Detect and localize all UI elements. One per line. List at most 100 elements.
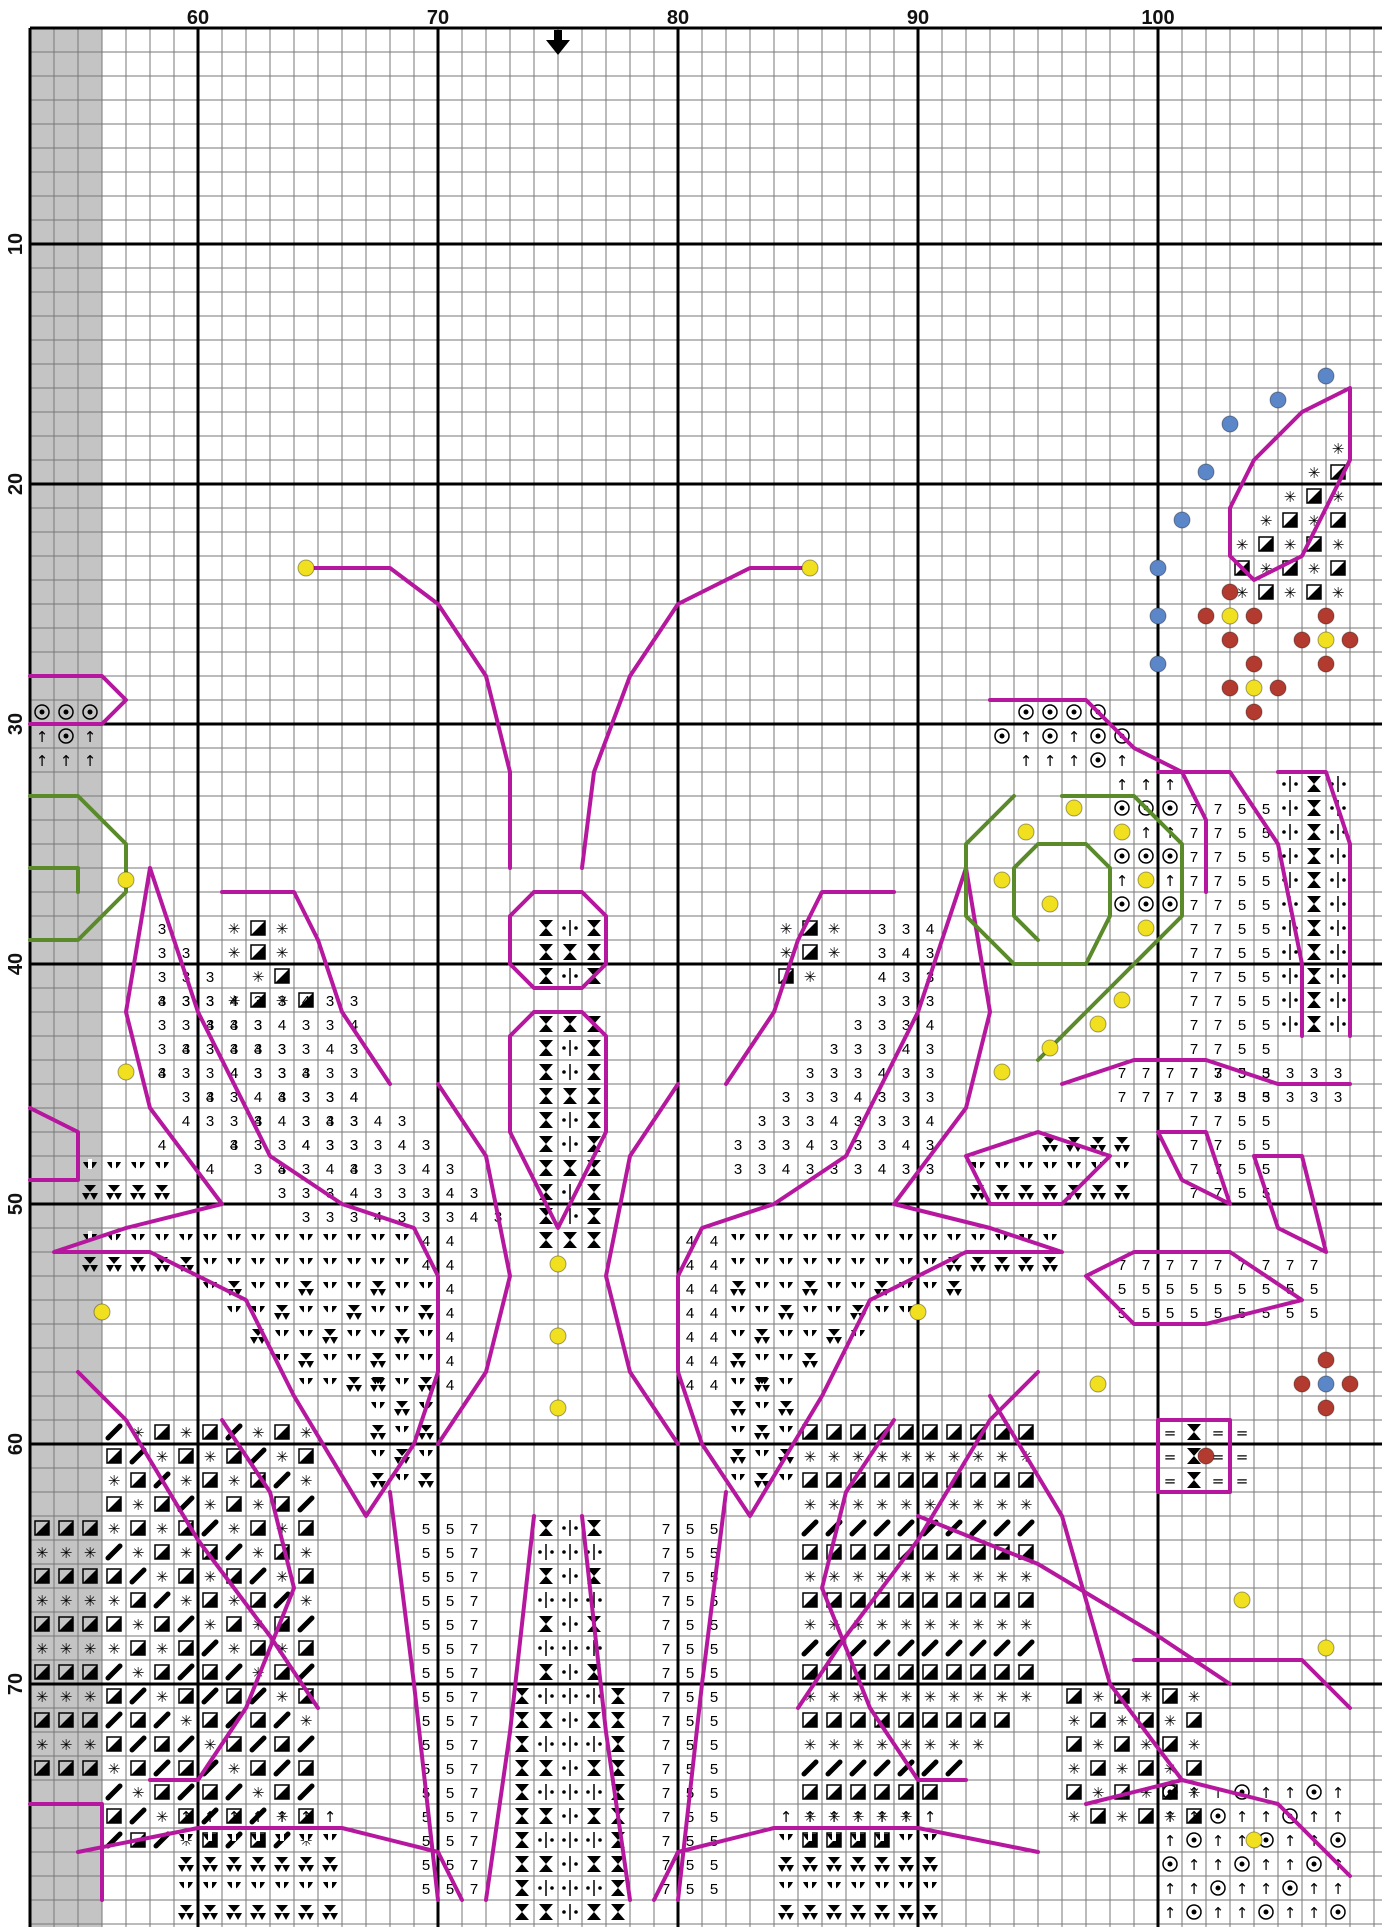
stitch-symbol: ✳ — [1116, 1760, 1129, 1778]
stitch-symbol: 3 — [830, 1041, 838, 1058]
stitch-symbol: 3 — [830, 1065, 838, 1082]
stitch-symbol: 4 — [446, 1233, 454, 1250]
stitch-symbol — [1115, 1737, 1129, 1751]
stitch-symbol: ✳ — [132, 1664, 145, 1682]
stitch-symbol — [515, 1736, 529, 1752]
stitch-symbol: 3 — [1214, 1065, 1222, 1082]
stitch-symbol: 4 — [278, 1017, 286, 1034]
stitch-symbol — [947, 1425, 961, 1439]
stitch-symbol — [250, 1857, 266, 1872]
stitch-symbol: 5 — [1238, 1113, 1246, 1130]
stitch-symbol: ✳ — [1188, 1736, 1201, 1754]
stitch-symbol — [155, 1425, 169, 1439]
stitch-symbol — [574, 1742, 578, 1746]
stitch-symbol — [1307, 585, 1321, 599]
column-number-80: 80 — [667, 7, 689, 29]
stitch-symbol: 5 — [686, 1881, 694, 1898]
french-knot — [994, 872, 1010, 888]
stitch-symbol — [1259, 585, 1273, 599]
stitch-symbol: 5 — [686, 1857, 694, 1874]
stitch-symbol — [900, 1522, 912, 1534]
stitch-symbol — [802, 1857, 818, 1872]
stitch-symbol — [304, 1255, 308, 1265]
stitch-symbol — [1114, 1185, 1130, 1200]
stitch-symbol — [778, 1857, 794, 1872]
stitch-symbol — [178, 1905, 194, 1920]
stitch-symbol — [808, 1303, 812, 1313]
stitch-symbol — [994, 1257, 1010, 1272]
stitch-symbol: ✳ — [1020, 1688, 1033, 1706]
stitch-symbol — [574, 1070, 578, 1074]
stitch-symbol: ✳ — [300, 1544, 313, 1562]
stitch-symbol: ✳ — [876, 1616, 889, 1634]
stitch-symbol: 4 — [446, 1281, 454, 1298]
stitch-symbol: ✳ — [156, 1448, 169, 1466]
stitch-symbol: ↑ — [1188, 1880, 1201, 1898]
stitch-symbol — [232, 1303, 236, 1313]
stitch-symbol — [1187, 1472, 1201, 1488]
stitch-symbol — [132, 1738, 144, 1750]
stitch-symbol — [1091, 1809, 1105, 1823]
stitch-symbol — [587, 920, 601, 936]
stitch-symbol: ✳ — [180, 1712, 193, 1730]
stitch-symbol — [876, 1642, 888, 1654]
stitch-symbol: 3 — [926, 993, 934, 1010]
stitch-symbol: 3 — [806, 1089, 814, 1106]
stitch-symbol — [132, 1570, 144, 1582]
stitch-symbol — [107, 1449, 121, 1463]
stitch-symbol: 5 — [710, 1665, 718, 1682]
stitch-symbol: 3 — [158, 1041, 166, 1058]
stitch-symbol — [1091, 1713, 1105, 1727]
stitch-symbol — [586, 1838, 590, 1842]
stitch-symbol — [376, 1327, 380, 1337]
stitch-symbol — [996, 1642, 1008, 1654]
stitch-symbol — [1330, 830, 1334, 834]
stitch-symbol — [1020, 1642, 1032, 1654]
stitch-symbol — [155, 1737, 169, 1751]
stitch-symbol — [1264, 1838, 1269, 1843]
stitch-symbol: 4 — [686, 1377, 694, 1394]
stitch-symbol: ↑ — [36, 752, 49, 770]
row-number-20: 20 — [5, 473, 27, 495]
stitch-symbol: ✳ — [276, 920, 289, 938]
stitch-symbol — [1342, 998, 1346, 1002]
stitch-symbol: 3 — [422, 1185, 430, 1202]
stitch-symbol — [587, 1112, 601, 1128]
stitch-symbol: ✳ — [108, 1520, 121, 1538]
stitch-symbol — [400, 1279, 404, 1289]
stitch-symbol — [328, 1375, 332, 1385]
stitch-symbol — [40, 710, 45, 715]
stitch-symbol — [784, 1279, 788, 1289]
stitch-symbol: 5 — [1142, 1281, 1150, 1298]
stitch-symbol: 3 — [878, 945, 886, 962]
stitch-symbol — [1307, 489, 1321, 503]
stitch-symbol: 5 — [422, 1713, 430, 1730]
stitch-symbol — [587, 1712, 601, 1728]
stitch-symbol: 3 — [398, 1185, 406, 1202]
stitch-symbol — [352, 1255, 356, 1265]
stitch-symbol: 7 — [470, 1737, 478, 1754]
stitch-symbol: ↑ — [900, 1808, 913, 1826]
stitch-symbol — [852, 1642, 864, 1654]
stitch-symbol: 7 — [1190, 1257, 1198, 1274]
stitch-symbol: 4 — [350, 1089, 358, 1106]
stitch-symbol: 7 — [1142, 1257, 1150, 1274]
stitch-symbol: 5 — [710, 1737, 718, 1754]
stitch-symbol: 3 — [230, 1041, 238, 1058]
stitch-symbol — [232, 1255, 236, 1265]
stitch-symbol — [155, 1785, 169, 1799]
stitch-symbol — [131, 1761, 145, 1775]
stitch-symbol: ✳ — [156, 1640, 169, 1658]
stitch-symbol: ↑ — [1284, 1832, 1297, 1850]
stitch-symbol: 4 — [830, 1113, 838, 1130]
stitch-symbol — [736, 1303, 740, 1313]
stitch-symbol: 5 — [446, 1785, 454, 1802]
stitch-symbol — [107, 1569, 121, 1583]
stitch-symbol: 4 — [710, 1257, 718, 1274]
stitch-symbol: 5 — [1190, 1305, 1198, 1322]
stitch-symbol: ✳ — [60, 1640, 73, 1658]
stitch-symbol: 3 — [398, 1113, 406, 1130]
stitch-symbol: 4 — [926, 921, 934, 938]
stitch-symbol — [515, 1880, 529, 1896]
stitch-symbol: 7 — [662, 1641, 670, 1658]
